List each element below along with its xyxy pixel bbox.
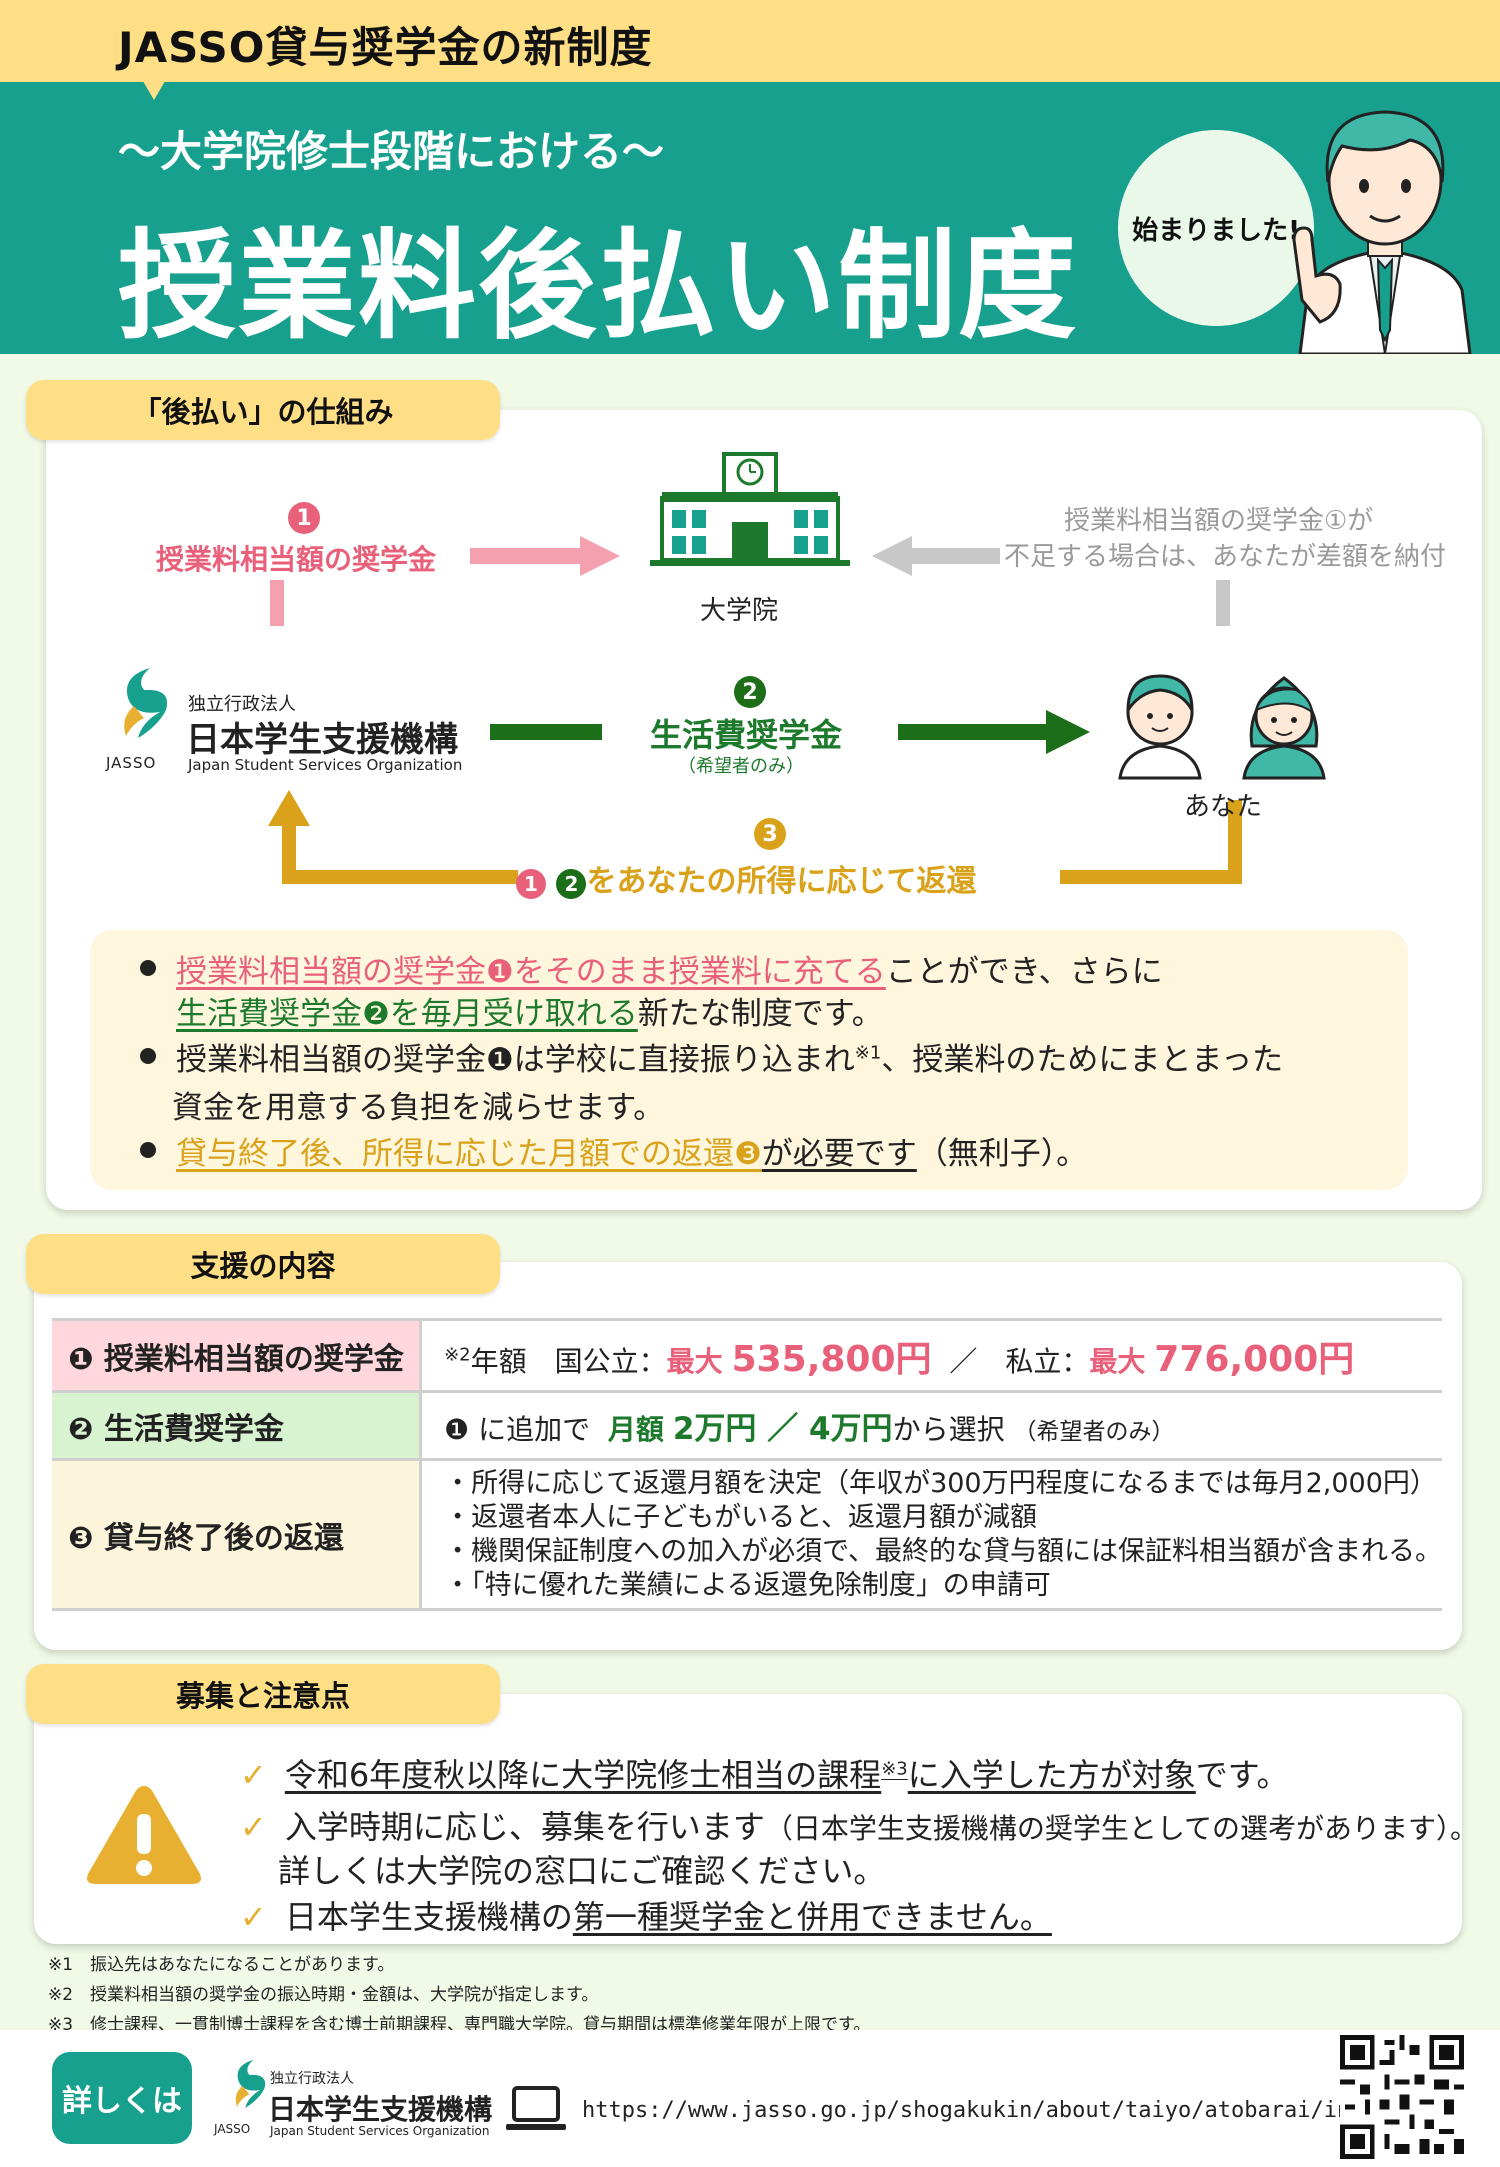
- mechanism-arrows: [268, 536, 1242, 884]
- num1-badge: 1: [288, 502, 320, 534]
- table-row: ❸ 貸与終了後の返還 ・所得に応じて返還月額を決定（年収が300万円程度になるま…: [52, 1459, 1442, 1611]
- repay-detail-4: ・「特に優れた業績による返還免除制度」の申請可: [444, 1569, 1051, 1601]
- footer-jasso-logo-icon: [235, 2059, 266, 2108]
- repay-detail-2: ・返還者本人に子どもがいると、返還月額が減額: [444, 1501, 1037, 1533]
- note-2-line1: 授業料相当額の奨学金❶は学校に直接振り込まれ※1、授業料のためにまとまった: [176, 1042, 1284, 1078]
- students-icon: [1118, 674, 1326, 780]
- row2-body: ❶ に追加で 月額 2万円 ／ 4万円から選択 （希望者のみ）: [420, 1391, 1442, 1461]
- repay-detail-3: ・機関保証制度への加入が必須で、最終的な貸与額には保証料相当額が含まれる。: [444, 1535, 1442, 1567]
- row1-head: ❶ 授業料相当額の奨学金: [52, 1318, 423, 1393]
- footnote-1: ※1 振込先はあなたになることがあります。: [48, 1955, 395, 1975]
- check-icon: ✓: [240, 1898, 267, 1936]
- recruit-card: [34, 1694, 1462, 1944]
- pink-vertical-line: [270, 580, 284, 626]
- support-tab: 支援の内容: [26, 1234, 500, 1294]
- table-row: ❶ 授業料相当額の奨学金 ※2年額 国公立：最大 535,800円 ／ 私立：最…: [52, 1318, 1442, 1393]
- jasso-logo-icon: [124, 668, 168, 738]
- gold-line-left: [282, 870, 518, 884]
- condition-2: ✓入学時期に応じ、募集を行います（日本学生支援機構の奨学生としての選考があります…: [240, 1808, 1478, 1846]
- note-3: 貸与終了後、所得に応じた月額での返還❸が必要です（無利子）。: [176, 1136, 1088, 1172]
- shortfall-text-line1: 授業料相当額の奨学金①が: [1064, 506, 1374, 536]
- bullet-1: [140, 960, 156, 976]
- gold-arrow-head: [268, 790, 310, 826]
- row3-body: ・所得に応じて返還月額を決定（年収が300万円程度になるまでは毎月2,000円）…: [420, 1459, 1442, 1611]
- bullet-3: [140, 1142, 156, 1158]
- num2-badge: 2: [734, 676, 766, 708]
- teacher-illustration-icon: [1292, 110, 1472, 354]
- qr-code-icon[interactable]: [1340, 2035, 1464, 2159]
- gold-line-right: [1060, 870, 1240, 884]
- footer-jasso-abbr: JASSO: [214, 2122, 251, 2136]
- org-small-label: 独立行政法人: [188, 694, 296, 715]
- org-name: 日本学生支援機構: [186, 720, 458, 760]
- gray-arrow-head: [872, 536, 912, 576]
- bullet-2: [140, 1048, 156, 1064]
- you-label: あなた: [1184, 792, 1263, 822]
- footer-org-name: 日本学生支援機構: [268, 2093, 493, 2126]
- footnote-2: ※2 授業料相当額の奨学金の振込時期・金額は、大学院が指定します。: [48, 1985, 599, 2005]
- gray-arrow-shaft: [910, 548, 1000, 564]
- check-icon: ✓: [240, 1756, 267, 1794]
- note-2-line2: 資金を用意する負担を減らせます。: [172, 1090, 665, 1126]
- row2-head: ❷ 生活費奨学金: [52, 1391, 423, 1461]
- footer-org-small: 独立行政法人: [270, 2071, 354, 2087]
- num3-badge: 3: [754, 818, 786, 850]
- support-table: ❶ 授業料相当額の奨学金 ※2年額 国公立：最大 535,800円 ／ 私立：最…: [52, 1318, 1442, 1611]
- started-text: 始まりました!: [1132, 215, 1300, 246]
- top-banner: [0, 0, 1500, 82]
- gold-line-right-vertical: [1228, 800, 1242, 884]
- mechanism-tab: 「後払い」の仕組み: [26, 380, 500, 440]
- condition-3: ✓日本学生支援機構の第一種奨学金と併用できません。: [240, 1898, 1052, 1936]
- jasso-abbr: JASSO: [106, 754, 157, 772]
- started-badge: 始まりました!: [1118, 130, 1314, 326]
- warning-icon: [87, 1786, 201, 1884]
- top-title: JASSO貸与奨学金の新制度: [118, 23, 653, 72]
- green-arrow-shaft: [898, 724, 1050, 740]
- details-button[interactable]: 詳しくは: [52, 2052, 192, 2144]
- recruit-tab: 募集と注意点: [26, 1664, 500, 1724]
- main-title: 授業料後払い制度: [118, 217, 1079, 355]
- notes-box: [90, 930, 1408, 1190]
- condition-2-sub: 詳しくは大学院の窓口にご確認ください。: [278, 1852, 886, 1890]
- university-building-icon: [650, 452, 850, 566]
- pink-arrow-head: [580, 536, 620, 576]
- note-1-line1: 授業料相当額の奨学金❶をそのまま授業料に充てることができ、さらに: [176, 954, 1163, 990]
- note-1-line2: 生活費奨学金❷を毎月受け取れる新たな制度です。: [176, 996, 883, 1032]
- org-english-name: Japan Student Services Organization: [188, 756, 463, 774]
- row3-head: ❸ 貸与終了後の返還: [52, 1459, 423, 1611]
- subtitle: ～大学院修士段階における～: [118, 127, 665, 176]
- footer-org-english: Japan Student Services Organization: [270, 2124, 490, 2138]
- university-label: 大学院: [700, 596, 779, 626]
- check-icon: ✓: [240, 1808, 267, 1846]
- living-scholarship-label: 生活費奨学金: [650, 716, 843, 754]
- condition-1: ✓令和6年度秋以降に大学院修士相当の課程※3に入学した方が対象です。: [240, 1756, 1289, 1794]
- green-line: [490, 724, 602, 740]
- green-arrow-head: [1046, 710, 1090, 754]
- laptop-icon: [506, 2086, 566, 2130]
- pink-arrow-shaft: [470, 548, 582, 564]
- shortfall-text-line2: 不足する場合は、あなたが差額を納付: [1004, 542, 1447, 572]
- repay-detail-1: ・所得に応じて返還月額を決定（年収が300万円程度になるまでは毎月2,000円）: [444, 1467, 1437, 1499]
- table-row: ❷ 生活費奨学金 ❶ に追加で 月額 2万円 ／ 4万円から選択 （希望者のみ）: [52, 1391, 1442, 1461]
- gold-line-left-vertical: [282, 822, 296, 884]
- gray-vertical-line: [1216, 580, 1230, 626]
- bubble-tail: [140, 76, 168, 100]
- row1-body: ※2年額 国公立：最大 535,800円 ／ 私立：最大 776,000円: [420, 1318, 1442, 1393]
- tuition-scholarship-label: 授業料相当額の奨学金: [156, 543, 437, 576]
- living-scholarship-note: （希望者のみ）: [678, 756, 804, 777]
- website-url[interactable]: https://www.jasso.go.jp/shogakukin/about…: [582, 2098, 1457, 2123]
